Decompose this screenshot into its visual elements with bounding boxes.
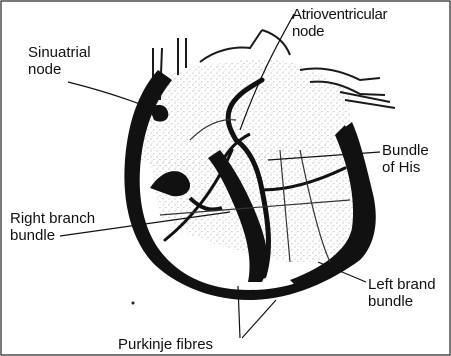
av-label-line-1: Atrioventricular bbox=[292, 6, 387, 23]
rbb-label-line-2: bundle bbox=[10, 227, 95, 244]
sa-label-line-2: node bbox=[28, 61, 91, 78]
rbb-label-line-1: Right branch bbox=[10, 210, 95, 227]
purkinje-leader-2 bbox=[242, 300, 276, 338]
bundle-of-his-label: Bundle of His bbox=[382, 142, 429, 176]
atrioventricular-node-label: Atrioventricular node bbox=[292, 6, 387, 40]
lbb-label-line-2: bundle bbox=[368, 293, 436, 310]
purkinje-fibres-label: Purkinje fibres bbox=[118, 336, 213, 353]
his-label-line-1: Bundle bbox=[382, 142, 429, 159]
av-label-line-2: node bbox=[292, 23, 387, 40]
sa-label-line-1: Sinuatrial bbox=[28, 44, 91, 61]
his-label-line-2: of His bbox=[382, 159, 429, 176]
stray-mark bbox=[132, 302, 135, 305]
sinuatrial-node-label: Sinuatrial node bbox=[28, 44, 91, 78]
right-branch-bundle-label: Right branch bundle bbox=[10, 210, 95, 244]
left-branch-bundle-label: Left brand bundle bbox=[368, 276, 436, 310]
lbb-label-line-1: Left brand bbox=[368, 276, 436, 293]
pf-label-line-1: Purkinje fibres bbox=[118, 336, 213, 353]
